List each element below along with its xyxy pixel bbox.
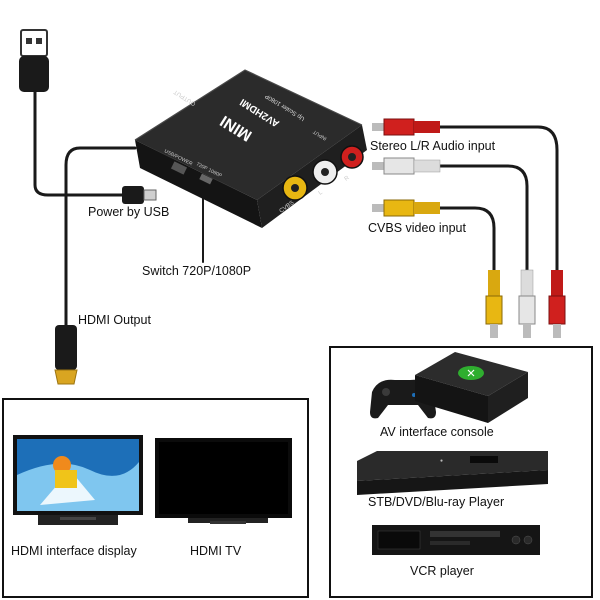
power-usb-label: Power by USB bbox=[88, 205, 170, 219]
usb-power-port bbox=[170, 161, 188, 175]
micro-usb-plug-icon bbox=[122, 186, 157, 204]
usb-cable bbox=[33, 86, 127, 197]
display-frame bbox=[2, 398, 309, 598]
hdmi-plug-icon bbox=[54, 325, 78, 385]
converter-box: MINI AV2HDMI Up Scaler 1080P OUTPUT INPU… bbox=[134, 69, 367, 228]
svg-text:●: ● bbox=[440, 458, 443, 464]
usb-a-plug-icon bbox=[19, 29, 49, 92]
rca-plugs-horizontal bbox=[372, 118, 441, 217]
white-cable bbox=[438, 164, 529, 272]
red-cable bbox=[438, 125, 559, 272]
converter-l-text: L bbox=[318, 189, 325, 196]
vcr-caption: VCR player bbox=[410, 564, 474, 578]
stb-dvd-player: ● bbox=[357, 451, 548, 495]
converter-output-text: OUTPUT bbox=[173, 88, 197, 106]
yellow-cable bbox=[438, 206, 496, 272]
source-frame bbox=[329, 346, 593, 598]
console-caption: AV interface console bbox=[380, 425, 494, 439]
hdmi-tv-caption: HDMI TV bbox=[190, 544, 242, 558]
hdmi-display-monitor bbox=[13, 435, 143, 525]
vcr-player bbox=[372, 525, 540, 555]
rca-plugs-vertical bbox=[485, 269, 566, 338]
stb-caption: STB/DVD/Blu-ray Player bbox=[368, 495, 505, 509]
resolution-switch bbox=[199, 173, 213, 185]
cables bbox=[33, 86, 559, 332]
hdmi-display-caption: HDMI interface display bbox=[11, 544, 137, 558]
converter-r-text: R bbox=[344, 175, 352, 183]
hdmi-output-label: HDMI Output bbox=[78, 313, 151, 327]
hdmi-cable bbox=[64, 146, 137, 332]
cvbs-input-label: CVBS video input bbox=[368, 221, 466, 235]
switch-label: Switch 720P/1080P bbox=[142, 264, 252, 278]
audio-input-label: Stereo L/R Audio input bbox=[370, 139, 496, 153]
game-console bbox=[370, 352, 528, 423]
hdmi-tv bbox=[155, 438, 292, 524]
converter-720-text: 720P bbox=[195, 161, 209, 172]
